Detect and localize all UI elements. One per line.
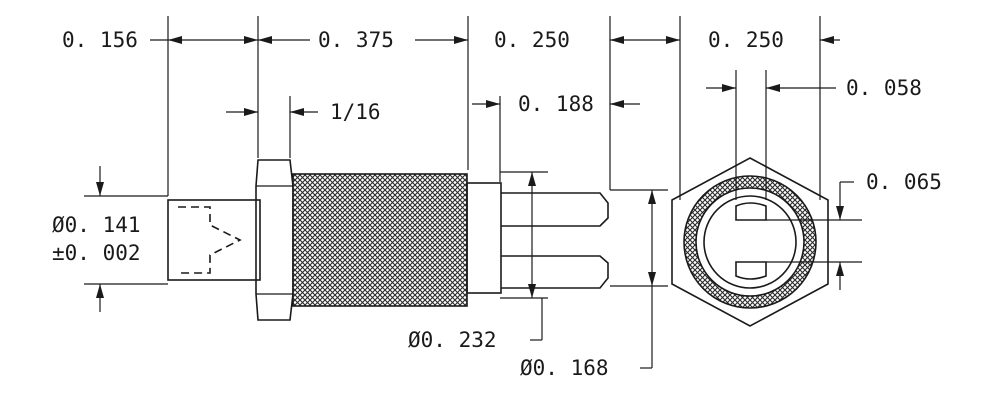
- hex-flange: [255, 159, 294, 321]
- rear-collar: [466, 182, 502, 294]
- end-hex: [671, 157, 829, 327]
- end-slot-top: [735, 202, 767, 221]
- dim-pin-diameter: Ø0. 168: [520, 356, 609, 380]
- head-plug: [167, 199, 261, 281]
- dimension-lines: [84, 16, 862, 369]
- head-hidden-cone: [178, 206, 242, 274]
- dim-slot-height: 0. 065: [866, 170, 942, 194]
- dim-slot-width: 0. 058: [846, 76, 922, 100]
- dim-pin-length: 0. 250: [494, 28, 570, 52]
- dim-head-diameter: Ø0. 141: [52, 213, 141, 237]
- dim-pin-span: 0. 188: [518, 92, 594, 116]
- knurled-body: [292, 173, 468, 307]
- end-slot-bottom: [735, 261, 767, 280]
- pin-top: [501, 192, 609, 227]
- end-inner-ring: [695, 187, 805, 297]
- end-view: [671, 157, 829, 327]
- end-bore: [703, 195, 797, 289]
- dim-end-width: 0. 250: [708, 28, 784, 52]
- dim-body-length: 0. 375: [318, 28, 394, 52]
- pin-bottom: [501, 255, 609, 289]
- side-view: [167, 159, 609, 321]
- dimension-labels: 0. 156 0. 375 0. 250 0. 250 1/16 0. 188 …: [52, 28, 942, 380]
- dim-body-diameter: Ø0. 232: [408, 328, 497, 352]
- dim-flange-thickness: 1/16: [330, 100, 381, 124]
- dim-head-length: 0. 156: [62, 28, 138, 52]
- dim-head-tolerance: ±0. 002: [52, 241, 141, 265]
